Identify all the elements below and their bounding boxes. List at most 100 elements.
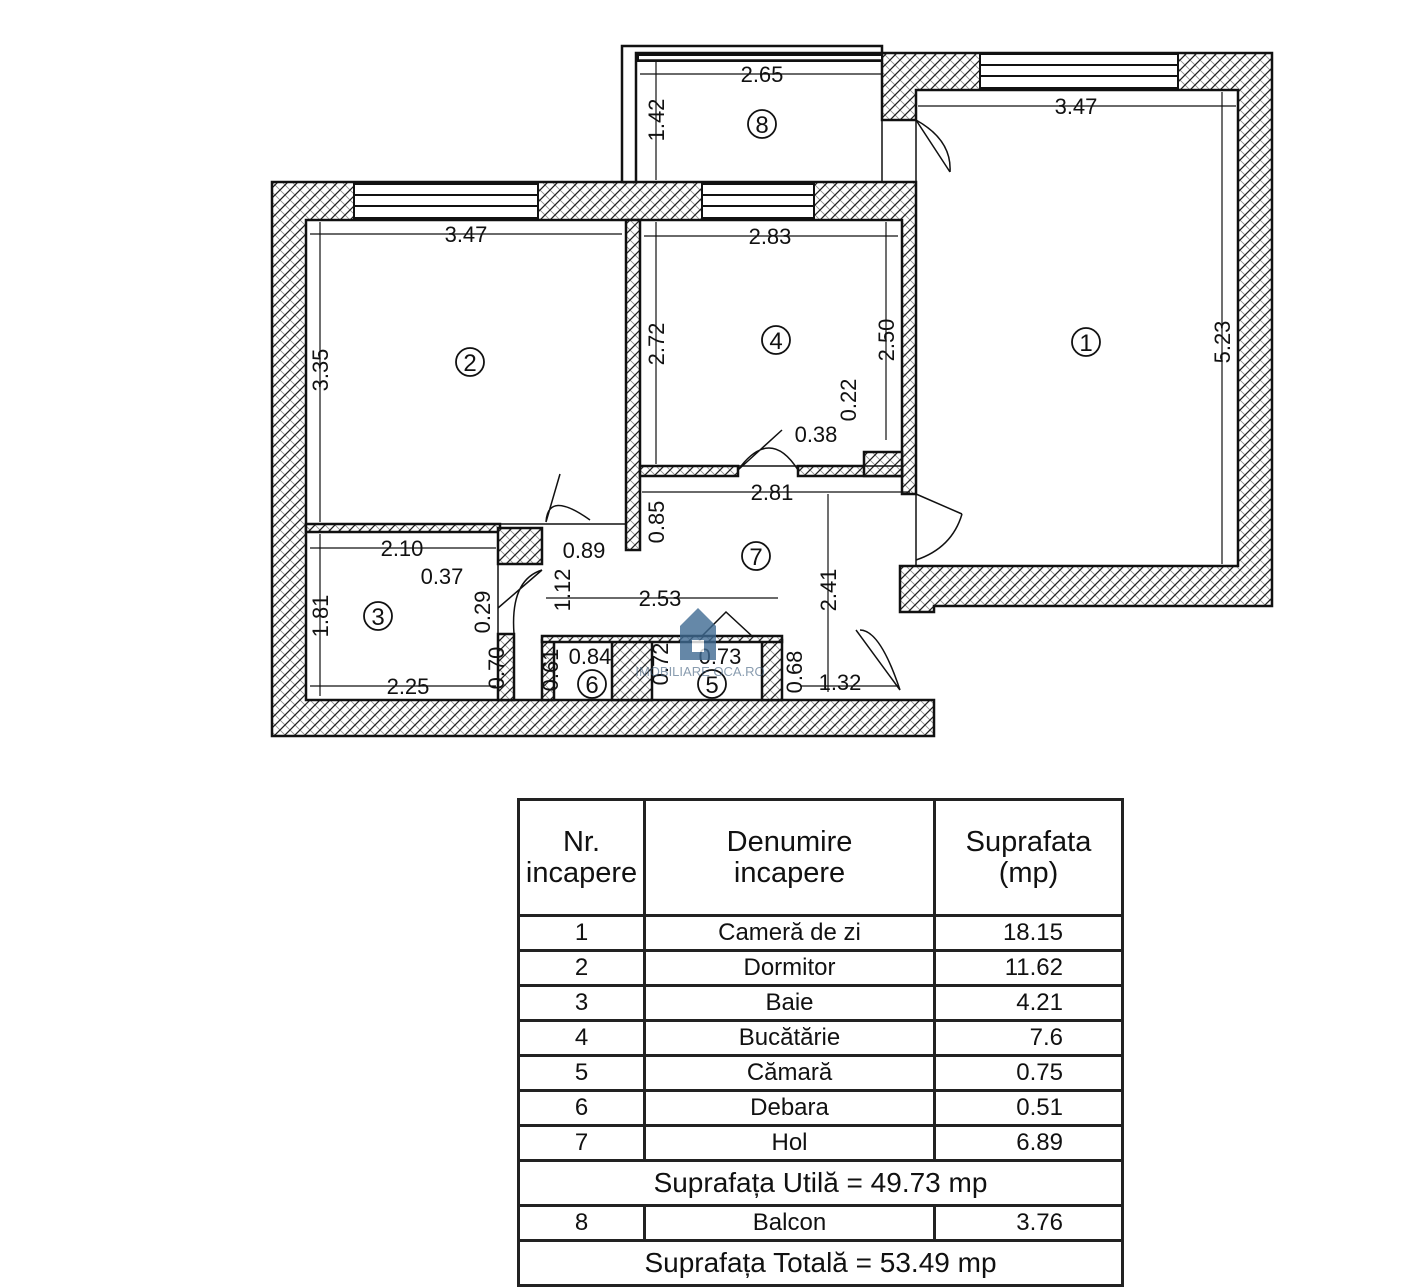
- cell-name: Debara: [643, 1089, 936, 1127]
- svg-text:2: 2: [463, 350, 476, 377]
- dim-bath-notch: 0.37: [421, 564, 464, 589]
- header-nr: Nr. incapere: [517, 798, 646, 917]
- window-living: [979, 53, 1179, 89]
- dim-bath-bottom: 2.25: [387, 674, 430, 699]
- dim-living-depth: 5.23: [1210, 321, 1235, 364]
- svg-text:4: 4: [769, 328, 782, 355]
- cell-nr: 3: [517, 984, 646, 1022]
- table-row: 2 Dormitor 11.62: [517, 949, 1124, 987]
- cell-area: 3.76: [933, 1204, 1124, 1242]
- cell-name: Bucătărie: [643, 1019, 936, 1057]
- svg-text:5: 5: [705, 672, 718, 699]
- room-number-3: 3: [363, 601, 393, 631]
- bath-top-wall: [304, 522, 502, 534]
- cell-name: Cămară: [643, 1054, 936, 1092]
- cell-nr: 7: [517, 1124, 646, 1162]
- useful-area-row: Suprafața Utilă = 49.73 mp: [517, 1159, 1124, 1207]
- partition-bedroom-kitchen: [624, 218, 642, 552]
- cell-name: Dormitor: [643, 949, 936, 987]
- room-numbers: 1 2 3 4 5 6 7 8: [363, 109, 1101, 699]
- camara-right-wall: [760, 638, 784, 702]
- table-row: 1 Cameră de zi 18.15: [517, 914, 1124, 952]
- dimension-labels: 2.65 1.42 3.47 5.23 3.47 3.35 2.83 2.72 …: [308, 62, 1235, 699]
- table-row: 7 Hol 6.89: [517, 1124, 1124, 1162]
- cell-area: 0.51: [933, 1089, 1124, 1127]
- dim-kitchen-right: 2.50: [874, 319, 899, 362]
- dim-debara-depth: 0.61: [538, 649, 563, 692]
- cell-nr: 4: [517, 1019, 646, 1057]
- useful-area-total: Suprafața Utilă = 49.73 mp: [517, 1159, 1124, 1207]
- dim-camara-depth: 0.68: [782, 651, 807, 694]
- balcony-railing: [637, 54, 883, 62]
- door-bedroom: [545, 473, 591, 523]
- room-number-4: 4: [761, 325, 791, 355]
- storage-top-wall: [540, 634, 784, 644]
- door-entry: [855, 629, 901, 691]
- balcony-row: 8 Balcon 3.76: [517, 1204, 1124, 1242]
- doors: [497, 119, 963, 691]
- house-icon: [680, 608, 716, 660]
- table-row: 5 Cămară 0.75: [517, 1054, 1124, 1092]
- svg-text:3: 3: [371, 604, 384, 631]
- svg-text:8: 8: [755, 112, 768, 139]
- cell-name: Cameră de zi: [643, 914, 936, 952]
- svg-text:6: 6: [585, 672, 598, 699]
- cell-nr: 8: [517, 1204, 646, 1242]
- kitchen-notch: [862, 450, 904, 478]
- door-balcony: [915, 119, 951, 173]
- cell-nr: 6: [517, 1089, 646, 1127]
- kitchen-bottom-wall: [638, 464, 740, 478]
- dim-balcony-depth: 1.42: [644, 99, 669, 142]
- dim-camara-a: 0.72: [648, 643, 673, 686]
- dim-bath-depth: 1.81: [308, 595, 333, 638]
- door-living: [915, 493, 963, 561]
- total-area: Suprafața Totală = 53.49 mp: [517, 1239, 1124, 1287]
- watermark-logo: IMOBILIARE OCA.RO: [635, 608, 765, 679]
- dimension-lines: [310, 62, 1236, 696]
- cell-area: 4.21: [933, 984, 1124, 1022]
- dim-living-width: 3.47: [1055, 94, 1098, 119]
- dim-bath-top: 2.10: [381, 536, 424, 561]
- svg-text:7: 7: [749, 544, 762, 571]
- dim-hall-top: 2.81: [751, 480, 794, 505]
- room-number-2: 2: [455, 347, 485, 377]
- dim-entry-width: 1.32: [819, 670, 862, 695]
- walls: [270, 44, 1274, 738]
- dim-hall-door: 0.89: [563, 538, 606, 563]
- room-number-1: 1: [1071, 327, 1101, 357]
- room-number-7: 7: [741, 541, 771, 571]
- table-row: 4 Bucătărie 7.6: [517, 1019, 1124, 1057]
- room-outlines: [305, 59, 1239, 701]
- door-bath: [497, 569, 543, 635]
- header-area: Suprafata (mp): [933, 798, 1124, 917]
- dim-hall-side: 2.41: [816, 569, 841, 612]
- cell-area: 18.15: [933, 914, 1124, 952]
- table-row: 3 Baie 4.21: [517, 984, 1124, 1022]
- cell-name: Baie: [643, 984, 936, 1022]
- dim-kitchen-width: 2.83: [749, 224, 792, 249]
- dim-bath-right: 0.70: [484, 647, 509, 690]
- cell-area: 6.89: [933, 1124, 1124, 1162]
- window-kitchen: [701, 183, 815, 219]
- room-area-table: Nr. incapere Denumire incapere Suprafata…: [517, 798, 1124, 1287]
- door-kitchen: [737, 429, 799, 471]
- balcony-frame: [620, 44, 884, 184]
- dim-hall-left-upper: 0.85: [644, 501, 669, 544]
- bath-notch-block: [496, 526, 544, 566]
- cell-area: 7.6: [933, 1019, 1124, 1057]
- dim-hall-bottom: 2.53: [639, 586, 682, 611]
- table-header-row: Nr. incapere Denumire incapere Suprafata…: [517, 798, 1124, 917]
- room-number-5: 5: [697, 669, 727, 699]
- window-bedroom: [353, 183, 539, 219]
- room-number-6: 6: [577, 669, 607, 699]
- table-row: 6 Debara 0.51: [517, 1089, 1124, 1127]
- dim-kitchen-notch-h: 0.22: [836, 379, 861, 422]
- cell-area: 11.62: [933, 949, 1124, 987]
- header-name: Denumire incapere: [643, 798, 936, 917]
- room-number-8: 8: [747, 109, 777, 139]
- cell-name: Hol: [643, 1124, 936, 1162]
- dim-balcony-width: 2.65: [741, 62, 784, 87]
- cell-nr: 5: [517, 1054, 646, 1092]
- cell-nr: 2: [517, 949, 646, 987]
- dim-debara-width: 0.84: [569, 644, 612, 669]
